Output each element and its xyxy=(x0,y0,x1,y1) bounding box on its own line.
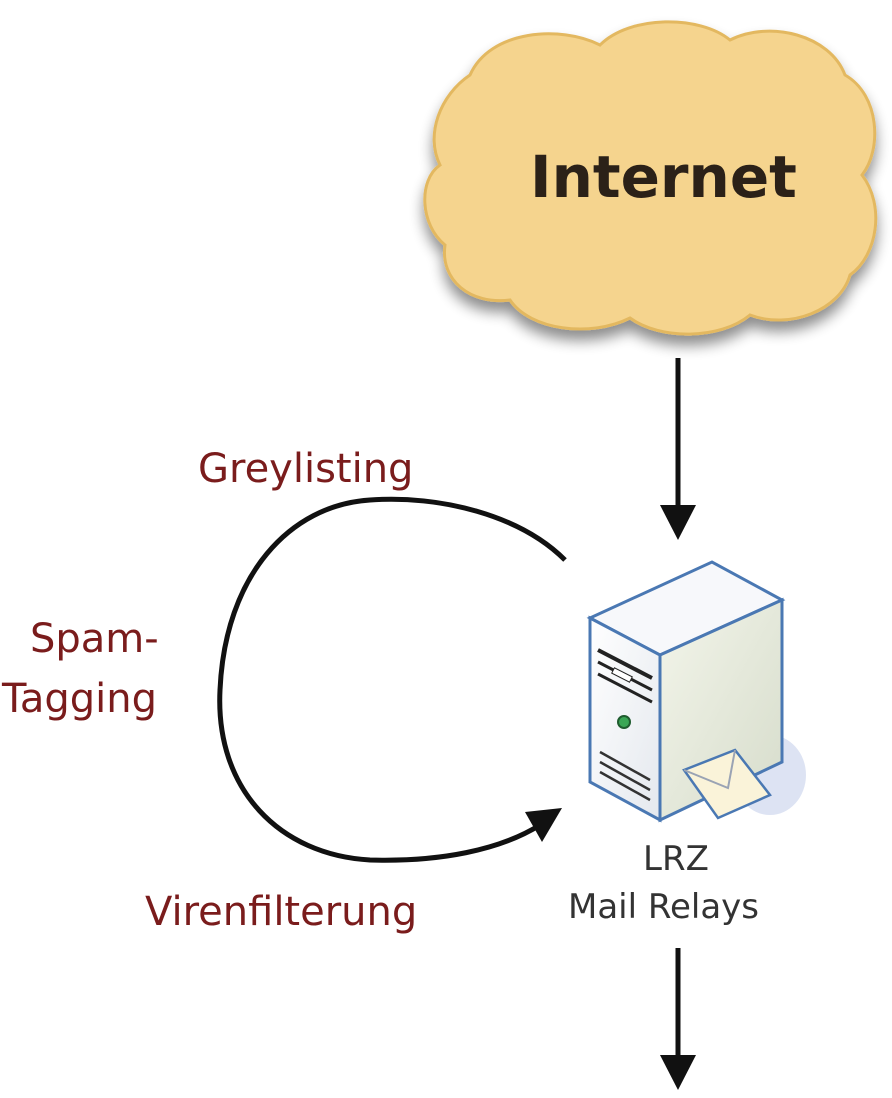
envelope-icon xyxy=(682,748,772,820)
loop-arrowhead xyxy=(525,808,562,842)
mail-server-icon xyxy=(586,560,806,823)
greylisting-label: Greylisting xyxy=(198,446,413,492)
arrow-internet-to-relay xyxy=(660,358,696,540)
cloud-shape xyxy=(423,20,878,336)
spam-tagging-label-line1: Spam- xyxy=(30,616,159,662)
cloud-label: Internet xyxy=(530,143,797,211)
filter-loop-arc xyxy=(217,496,567,863)
arrow-relay-outbound xyxy=(660,948,696,1090)
relay-label-line2: Mail Relays xyxy=(568,887,759,927)
internet-cloud: Internet xyxy=(423,20,878,336)
spam-tagging-label-line2: Tagging xyxy=(1,676,157,722)
virenfilterung-label: Virenfilterung xyxy=(145,889,417,935)
relay-label-line1: LRZ xyxy=(643,839,709,879)
